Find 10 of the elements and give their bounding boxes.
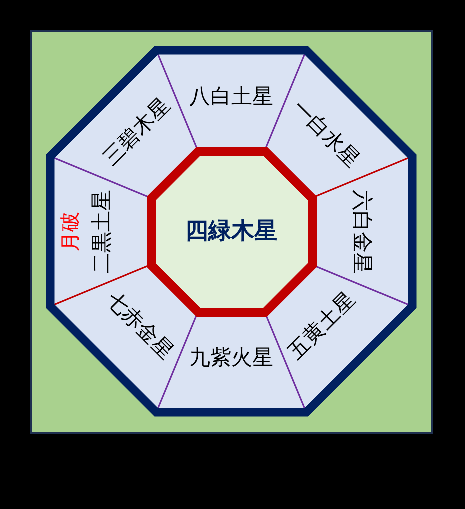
center-label: 四緑木星: [186, 220, 278, 243]
sector-label: 一白水星: [288, 96, 364, 172]
sector-label: 八白土星: [190, 86, 274, 108]
sector-label: 五黄土星: [284, 288, 360, 364]
sector-label: 七赤金星: [102, 288, 178, 364]
sector-label: 六白金星: [352, 190, 372, 274]
sector-label: 二黒土星: [92, 190, 112, 274]
note-label: 月破: [60, 212, 80, 252]
sector-label: 三碧木星: [100, 94, 174, 170]
sector-label: 九紫火星: [190, 348, 274, 368]
